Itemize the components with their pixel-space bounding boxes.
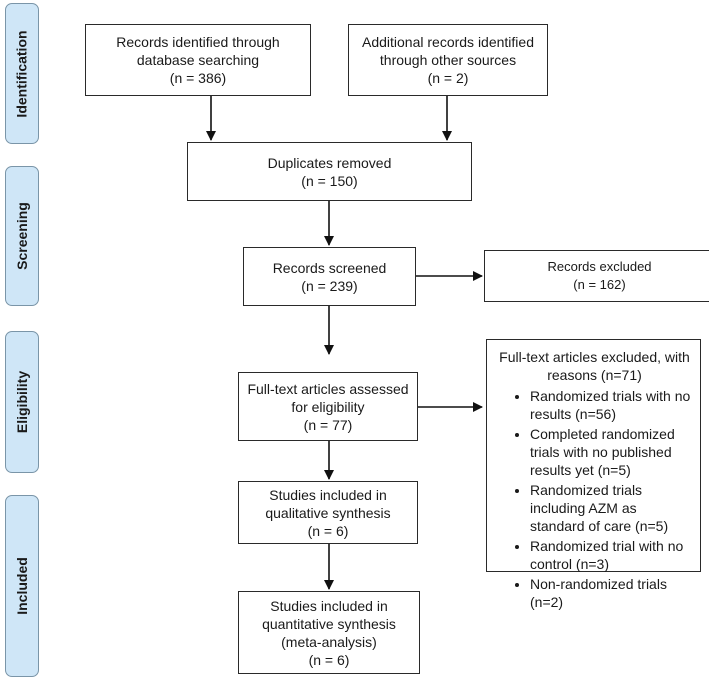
box-line: database searching	[136, 52, 260, 68]
box-fulltext-excluded: Full-text articles excluded, with reason…	[486, 339, 701, 610]
box-line: (n = 2)	[427, 70, 469, 86]
box-qualitative-synthesis: Studies included in qualitative synthesi…	[238, 481, 418, 544]
exclusion-reasons-list: Randomized trials with no results (n=56)…	[497, 387, 692, 611]
exclusion-reason: Randomized trials including AZM as stand…	[530, 481, 692, 535]
box-line: Records identified through	[116, 34, 280, 50]
phase-eligibility: Eligibility	[5, 331, 39, 473]
box-line: Duplicates removed	[267, 154, 392, 171]
box-line: (n = 6)	[307, 522, 349, 539]
box-duplicates-removed: Duplicates removed (n = 150)	[187, 142, 472, 201]
box-line: for eligibility	[291, 398, 365, 415]
box-line: through other sources	[379, 52, 517, 68]
box-records-excluded: Records excluded (n = 162)	[484, 250, 709, 302]
fulltext-excluded-heading: Full-text articles excluded, with reason…	[497, 348, 692, 384]
box-line: Full-text articles assessed	[247, 380, 409, 397]
box-line: Studies included in	[269, 486, 387, 503]
box-line: quantitative synthesis	[262, 615, 396, 632]
box-database-records: Records identified through database sear…	[85, 24, 311, 96]
exclusion-reason: Completed randomized trials with no publ…	[530, 425, 692, 479]
box-records-screened: Records screened (n = 239)	[243, 247, 416, 306]
phase-included: Included	[5, 495, 39, 677]
exclusion-reason: Non-randomized trials (n=2)	[530, 575, 692, 611]
exclusion-reason: Randomized trials with no results (n=56)	[530, 387, 692, 423]
phase-screening: Screening	[5, 166, 39, 306]
exclusion-reason: Randomized trial with no control (n=3)	[530, 537, 692, 573]
box-line: (n = 150)	[301, 172, 358, 189]
phase-identification: Identification	[5, 3, 39, 144]
heading-line: Full-text articles excluded, with	[499, 349, 690, 365]
box-line: Records excluded	[547, 259, 652, 274]
box-line: Additional records identified	[362, 34, 534, 50]
box-line: qualitative synthesis	[265, 504, 391, 521]
box-quantitative-synthesis: Studies included in quantitative synthes…	[238, 591, 420, 674]
box-line: (n = 162)	[573, 277, 626, 292]
heading-line: reasons (n=71)	[547, 367, 642, 383]
box-line: Records screened	[272, 259, 387, 276]
box-line: (n = 6)	[308, 651, 350, 668]
box-line: (n = 239)	[301, 277, 358, 294]
box-other-sources: Additional records identified through ot…	[348, 24, 548, 96]
box-line: (n = 77)	[303, 416, 353, 433]
box-line: Studies included in	[270, 597, 388, 614]
box-fulltext-assessed: Full-text articles assessed for eligibil…	[238, 372, 418, 441]
box-line: (meta-analysis)	[281, 633, 377, 650]
box-line: (n = 386)	[169, 70, 227, 86]
